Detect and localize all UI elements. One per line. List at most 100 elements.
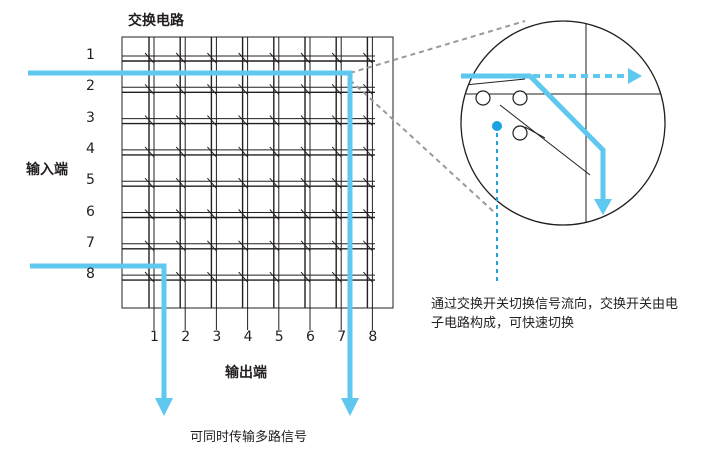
column-number-5: 5 [274, 329, 284, 345]
zoom-detail-circle [460, 20, 666, 285]
signal-path-1 [28, 70, 353, 405]
crosspoint-switch [300, 83, 311, 95]
crosspoint-switch [207, 209, 217, 220]
crosspoint-switch [238, 115, 248, 126]
crosspoint-switch [207, 52, 217, 64]
crosspoint-switch [363, 271, 373, 283]
row-number-6: 6 [86, 203, 95, 220]
crosspoint-switch [144, 209, 155, 220]
crosspoint-switch [175, 271, 186, 283]
row-number-4: 4 [86, 140, 95, 157]
crosspoint-switch [269, 146, 280, 158]
crosspoint-switch [363, 52, 373, 64]
switch-contact-a [475, 90, 491, 106]
crosspoint-switch [175, 52, 186, 64]
row-number-2: 2 [86, 78, 95, 95]
crosspoint-switch [331, 146, 342, 158]
crosspoint-switch [207, 83, 217, 95]
crosspoint-switch [363, 115, 373, 126]
crosspoint-switch [238, 83, 248, 95]
crosspoint-switch [238, 240, 248, 252]
crosspoint-switch [300, 52, 311, 64]
zoom-signal-path [461, 73, 606, 203]
diagram-title: 交换电路 [128, 13, 184, 29]
crosspoint-switch [144, 177, 155, 189]
crosspoint-switch [238, 52, 248, 64]
crosspoint-switch [269, 83, 280, 95]
switch-grid [122, 37, 375, 330]
crosspoint-switch [363, 209, 373, 220]
crosspoint-switch [175, 115, 186, 126]
bottom-caption: 可同时传输多路信号 [190, 430, 308, 445]
crosspoint-switch [300, 115, 311, 126]
crosspoint-switch [238, 146, 248, 158]
crosspoint-switch [144, 271, 155, 283]
column-number-6: 6 [306, 329, 315, 345]
row-number-3: 3 [86, 109, 95, 126]
crosspoint-switch [331, 177, 342, 189]
crosspoint-switch [331, 83, 342, 95]
circuit-frame [121, 36, 394, 309]
crosspoint-switch [331, 240, 342, 252]
crosspoint-switch [207, 115, 217, 126]
crosspoint-switch [207, 177, 217, 189]
signal-paths [28, 70, 359, 416]
crosspoint-switch [207, 146, 217, 158]
crosspoint-switch [238, 271, 248, 283]
input-label: 输入端 [26, 162, 68, 178]
crosspoint-switch [363, 240, 373, 252]
crosspoint-switch [331, 271, 342, 283]
crosspoint-switch [207, 240, 217, 252]
crosspoint-switch [175, 177, 186, 189]
crosspoint-switch [238, 177, 248, 189]
output-label: 输出端 [225, 365, 267, 381]
crosspoint-switch [144, 115, 155, 126]
crosspoint-switch [363, 146, 373, 158]
crosspoint-switch [300, 271, 311, 283]
crosspoint-switch [175, 83, 186, 95]
signal-arrowhead-2 [155, 398, 173, 416]
crosspoint-switch [363, 83, 373, 95]
crosspoint-switch [175, 146, 186, 158]
crosspoint-switch [300, 240, 311, 252]
crosspoint-switch [363, 177, 373, 189]
callout-caption: 通过交换开关切换信号流向，交换开关由电子电路构成，可快速切换 [431, 297, 679, 331]
row-number-5: 5 [86, 172, 95, 189]
zoom-dashed-arrowhead [628, 68, 642, 84]
crosspoint-switch [207, 271, 217, 283]
row-number-8: 8 [86, 266, 95, 283]
crosspoint-switch [269, 209, 280, 220]
crosspoint-switch [144, 52, 155, 64]
crosspoint-switch [144, 240, 155, 252]
crosspoint-switch [144, 83, 155, 95]
crosspoint-switch [331, 209, 342, 220]
callout-line-bottom [349, 79, 495, 213]
column-number-1: 1 [150, 329, 159, 345]
switch-contact-c [512, 125, 528, 141]
row-number-7: 7 [86, 234, 95, 251]
crosspoint-switches [144, 52, 373, 283]
column-number-8: 8 [368, 329, 378, 345]
crosspoint-switch [175, 240, 186, 252]
crosspoint-switch [331, 115, 342, 126]
crosspoint-switch [269, 115, 280, 126]
crosspoint-switch [300, 177, 311, 189]
column-number-7: 7 [337, 329, 347, 345]
crosspoint-switch [331, 52, 342, 64]
signal-arrowhead-1 [341, 398, 359, 416]
crosspoint-switch [269, 177, 280, 189]
column-number-2: 2 [181, 329, 191, 345]
crosspoint-switch [300, 209, 311, 220]
crosspoint-switch [238, 209, 248, 220]
crosspoint-switch [300, 146, 311, 158]
switch-contact-b [512, 90, 528, 106]
column-number-4: 4 [243, 329, 253, 345]
crosspoint-switch [269, 240, 280, 252]
callout-line-top [349, 20, 526, 74]
signal-path-2 [30, 263, 167, 405]
column-number-3: 3 [212, 329, 222, 345]
crosspoint-switch [269, 52, 280, 64]
crosspoint-switch [175, 209, 186, 220]
